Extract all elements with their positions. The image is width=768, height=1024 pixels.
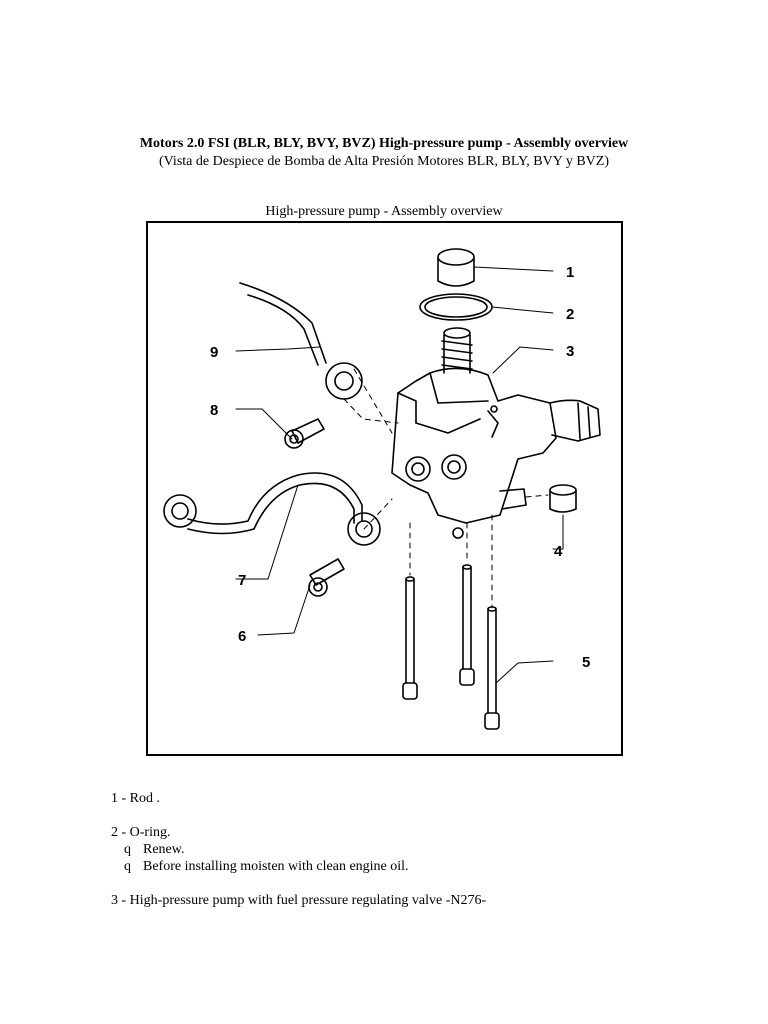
fitting-part: [549, 484, 577, 513]
callout-leaders: [235, 266, 564, 684]
callout-5: 5: [582, 654, 590, 671]
callout-7: 7: [238, 572, 246, 589]
callout-3: 3: [566, 343, 574, 360]
pump-body-part: [391, 327, 601, 539]
list-item-1: 1 - Rod .: [111, 791, 160, 806]
assembly-guide-lines: [343, 368, 549, 608]
callout-4: 4: [554, 543, 563, 560]
fuel-pipe-upper-part: [239, 282, 363, 400]
callout-2: 2: [566, 306, 574, 323]
callout-6: 6: [238, 628, 246, 645]
banjo-bolt-upper-part: [284, 418, 325, 449]
long-bolts-part: [402, 564, 500, 730]
rod-cap-part: [437, 248, 475, 287]
banjo-bolt-lower-part: [308, 558, 345, 597]
fuel-pipe-lower-part: [163, 472, 381, 546]
callout-8: 8: [210, 402, 218, 419]
callout-1: 1: [566, 264, 574, 281]
callout-9: 9: [210, 344, 218, 361]
bullet-glyph: q: [124, 842, 131, 857]
document-subtitle: (Vista de Despiece de Bomba de Alta Pres…: [159, 154, 609, 169]
list-item-2: 2 - O-ring.: [111, 825, 171, 840]
bullet-glyph: q: [124, 859, 131, 874]
assembly-diagram: 1 2 3 4 5 6 7 8 9: [146, 221, 623, 756]
o-ring-part: [419, 293, 493, 321]
list-item-3: 3 - High-pressure pump with fuel pressur…: [111, 893, 487, 908]
figure-caption: High-pressure pump - Assembly overview: [265, 204, 503, 219]
document-title: Motors 2.0 FSI (BLR, BLY, BVY, BVZ) High…: [139, 136, 629, 151]
